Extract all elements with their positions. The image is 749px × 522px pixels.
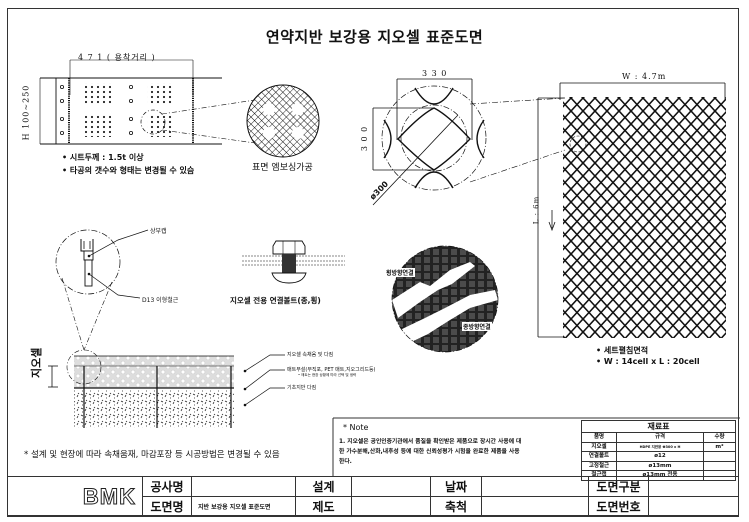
category-label: 도면구분 — [588, 476, 649, 497]
section-label-mat: 매트부설(부직포, PET 매트,지오그리드등) — [287, 367, 376, 373]
material-table-caption: 재료표 — [581, 420, 736, 433]
longitudinal-connection-label: 종방향연결 — [462, 322, 492, 331]
cell-spec: ø12 — [616, 451, 704, 462]
note-box: * Note 1. 지오셀은 공인인증기관에서 품질을 확인받은 제품으로 장시… — [333, 418, 543, 472]
number-label: 도면번호 — [588, 496, 649, 517]
cell-spec: HDPE 지반용 Φ300 x H — [616, 441, 704, 452]
embossing-label: 표면 엠보싱가공 — [252, 163, 313, 173]
spread-width-dimension: W : 4.7m — [622, 72, 667, 81]
rebar-label: D13 이형철근 — [142, 297, 179, 304]
drafting-label: 제도 — [295, 496, 352, 517]
sheet-width-dimension: 4 7 1 ( 용착거리 ) — [78, 53, 156, 62]
note-line-1: 1. 지오셀은 공인인증기관에서 품질을 확인받은 제품으로 장시간 사용에 대 — [339, 439, 522, 445]
table-row: 고정철근 ø13mm — [581, 460, 736, 471]
design-label: 설계 — [295, 476, 352, 497]
anchor-detail — [55, 229, 149, 351]
spread-note-cells: • W : 14cell x L : 20cell — [596, 357, 700, 366]
note-line-3: 한다. — [339, 459, 352, 465]
cell-width-dimension: 3 3 0 — [422, 69, 448, 78]
general-note: * 설계 및 현장에 따라 속채움재, 마감포장 등 시공방법은 변경될 수 있… — [24, 450, 280, 460]
cell-spec: ø13mm — [616, 460, 704, 471]
sheet-note-thickness: • 시트두께 : 1.5t 이상 — [62, 153, 144, 162]
scale-label: 축척 — [430, 496, 482, 517]
section-label-infill: 지오셀 속채움 및 다짐 — [287, 352, 334, 358]
cell-item: 지오셀 — [581, 441, 617, 452]
section-detail — [48, 349, 285, 428]
date-label: 날짜 — [430, 476, 482, 497]
title-block: BMK 공사명 설계 날짜 도면구분 도면명 지반 보강용 지오셀 표준도면 제… — [7, 476, 739, 517]
cell-qty: m² — [703, 441, 736, 452]
sheet-height-dimension: H 100~250 — [21, 84, 31, 141]
cell-item: 연결볼트 — [581, 451, 617, 462]
number-value[interactable] — [648, 496, 739, 517]
note-line-2: 한 가수분해,산화,내후성 등에 대한 신뢰성평가 시험을 완료한 제품을 사용 — [339, 449, 520, 455]
sheet-note-perforation: • 타공의 갯수와 형태는 변경될 수 있슴 — [62, 166, 195, 175]
cell-item: 고정철근 — [581, 460, 617, 471]
drawing-name-label: 도면명 — [142, 496, 192, 517]
project-label: 공사명 — [142, 476, 192, 497]
drafting-value[interactable] — [351, 496, 431, 517]
material-table: 재료표 품명 규격 수량 지오셀 HDPE 지반용 Φ300 x H m² 연결… — [581, 420, 736, 481]
header-item: 품명 — [581, 432, 617, 443]
connection-detail — [391, 245, 499, 353]
cell-qty — [703, 460, 736, 471]
transverse-connection-label: 횡방향연결 — [385, 268, 415, 277]
drawing-title: 연약지반 보강용 지오셀 표준도면 — [265, 28, 484, 46]
spread-length-dimension: L : 6m — [532, 195, 541, 225]
company-logo: BMK — [7, 476, 143, 517]
note-heading: * Note — [343, 423, 369, 432]
spread-note-area: • 세트펼침면적 — [596, 346, 649, 355]
category-value[interactable] — [648, 476, 739, 497]
table-row: 연결볼트 ø12 — [581, 451, 736, 462]
cell-height-dimension: 3 0 0 — [360, 125, 370, 152]
spread-detail — [537, 82, 726, 338]
date-value[interactable] — [481, 476, 589, 497]
header-qty: 수량 — [703, 432, 736, 443]
logo-text: BMK — [82, 483, 136, 509]
project-value[interactable] — [191, 476, 296, 497]
design-value[interactable] — [351, 476, 431, 497]
section-label-foundation: 기초지반 다짐 — [287, 385, 317, 391]
cap-label: 상부캡 — [150, 228, 167, 235]
scale-value[interactable] — [481, 496, 589, 517]
section-label-mat-note: • 매트는 현장 상황에 따라 선택 및 생략 — [298, 373, 357, 377]
geocell-side-label: 지오셀 — [30, 347, 43, 378]
header-spec: 규격 — [616, 432, 704, 443]
cell-detail — [372, 78, 566, 206]
table-row: 지오셀 HDPE 지반용 Φ300 x H m² — [581, 441, 736, 452]
bolt-detail — [242, 240, 345, 284]
sheet-detail — [39, 59, 256, 145]
cell-qty — [703, 451, 736, 462]
bolt-label: 지오셀 전용 연결볼트(종,횡) — [230, 296, 321, 305]
embossing-detail — [246, 84, 320, 158]
drawing-name-value[interactable]: 지반 보강용 지오셀 표준도면 — [191, 496, 296, 517]
